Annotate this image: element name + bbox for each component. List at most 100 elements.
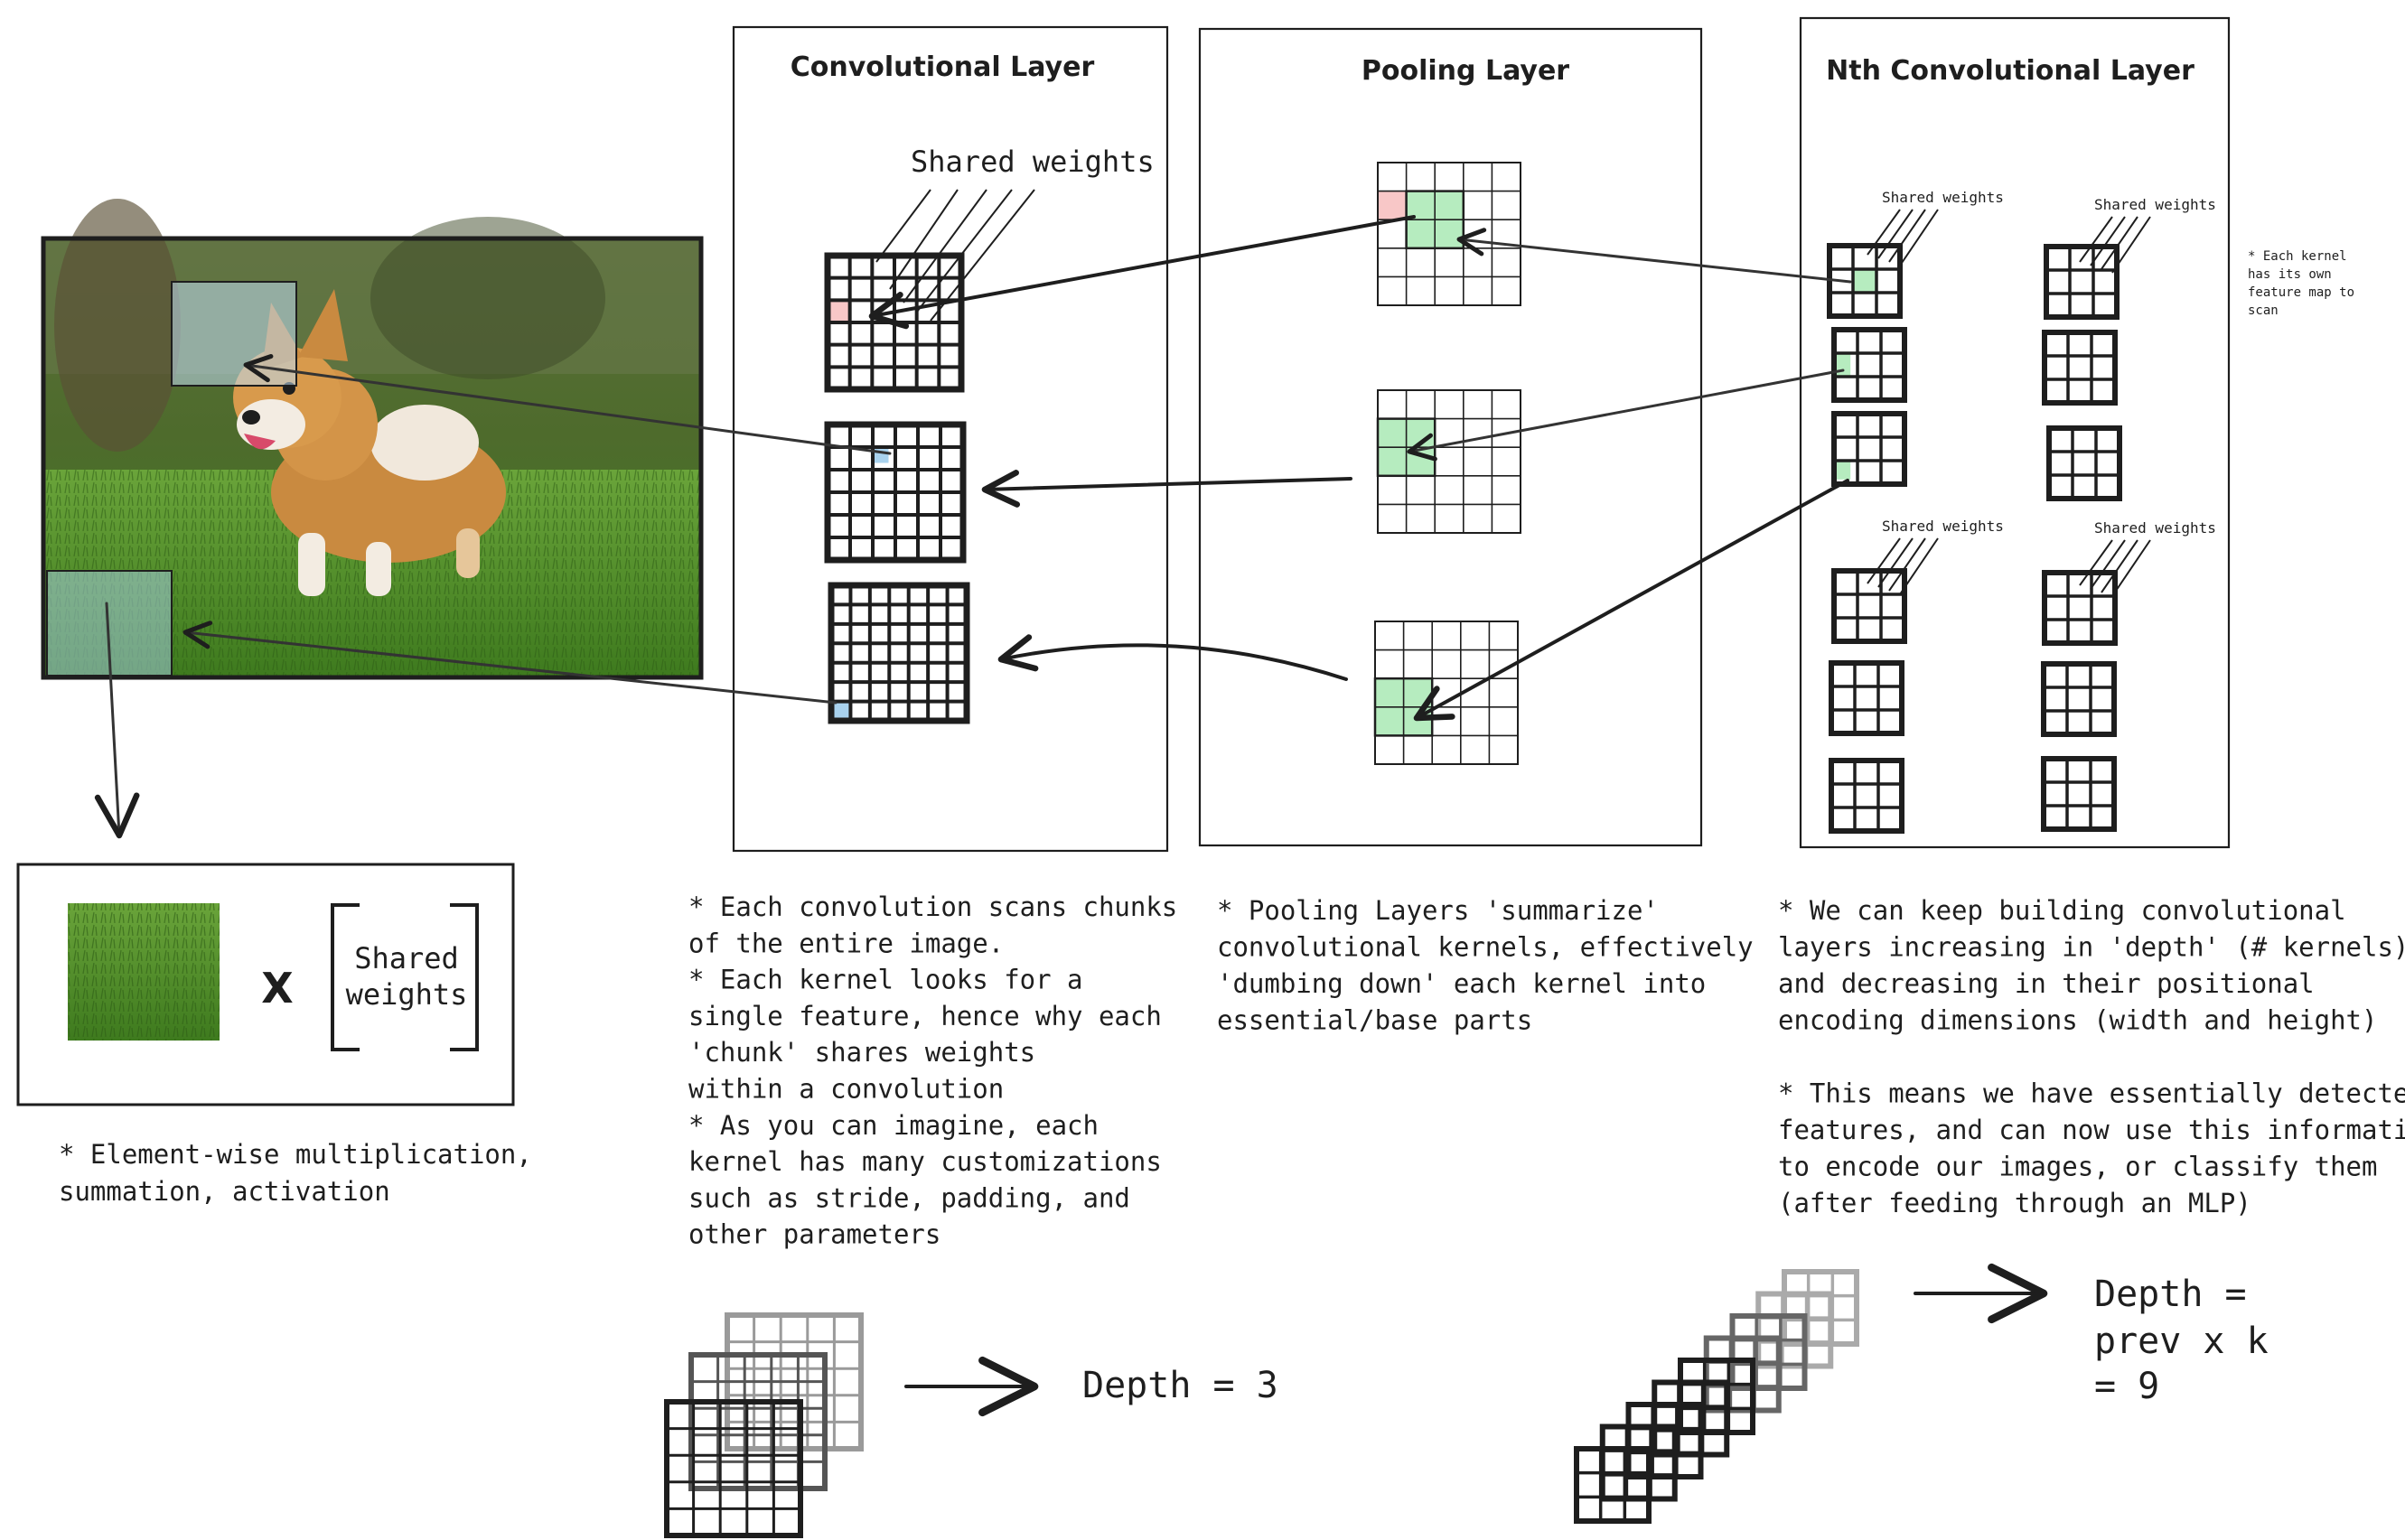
notes-conv-line-7: * As you can imagine, each [688,1110,1099,1141]
notes-depth-line-8: to encode our images, or classify them [1778,1152,2377,1182]
conv-kernel-1 [824,252,965,393]
grass-patch-thumbnail [68,903,220,1041]
corgi-dog [233,289,506,596]
arrow-pool3-to-conv3 [997,634,1348,681]
depth9-map-5 [1678,1358,1755,1435]
arrow-photo-to-box [94,602,140,839]
svg-text:weights: weights [346,977,468,1012]
shared-weights-label-1: Shared weights [1882,189,2004,206]
shared-weights-leader-3 [1867,537,1939,595]
nth-kernel-4 [2044,244,2120,320]
notes-conv-line-8: kernel has many customizations [688,1146,1162,1177]
notes-depth-line-9: (after feeding through an MLP) [1778,1188,2251,1218]
arrow-nth3-to-pool3 [1413,479,1849,722]
shared-weights-bracket: Shared weights [331,903,479,1051]
depth-stack-9 [1574,1269,1859,1524]
nth-kernel-12 [2041,756,2117,832]
depth9-map-9 [1574,1446,1652,1524]
notes-conv-line-4: single feature, hence why each [688,1001,1162,1031]
depth-9-label-line2: prev x k [2094,1321,2269,1362]
nth-kernel-3 [1831,411,1907,487]
notes-depth-line-4: encoding dimensions (width and height) [1778,1005,2377,1036]
shared-weights-label-3: Shared weights [1882,518,2004,535]
kernel-grids [824,162,2151,834]
notes-conv-line-6: within a convolution [688,1074,1004,1105]
depth9-map-3 [1729,1313,1808,1391]
pooling-layer-title: Pooling Layer [1362,55,1569,87]
nth-kernel-1 [1827,243,1903,319]
nth-kernel-5 [2042,330,2118,406]
depth9-map-8 [1599,1423,1678,1502]
nth-conv-layer-title: Nth Convolutional Layer [1826,55,2194,87]
notes-elementwise-line-2: summation, activation [59,1176,390,1207]
depth9-map-2 [1755,1291,1834,1369]
elementwise-box [16,863,515,1106]
conv-layer-title: Convolutional Layer [791,51,1095,83]
notes-depth-line-3: and decreasing in their positional [1778,968,2315,999]
nth-kernel-10 [2042,570,2118,646]
nth-kernel-9 [1829,758,1904,834]
conv-kernel-2 [824,421,967,564]
svg-text:feature map to: feature map to [2248,285,2354,300]
nth-conv-layer-panel [1799,16,2231,849]
arrow-pool1-to-conv1 [868,215,1416,330]
notes-conv-line-1: * Each convolution scans chunks [688,891,1177,922]
depth9-map-4 [1703,1335,1782,1414]
note-depth-building: * We can keep building convolutional laye… [1778,895,2405,1218]
notes-depth-line-6: * This means we have essentially detecte… [1778,1078,2405,1109]
pool-map-2 [1377,389,1521,534]
depth9-map-1 [1782,1269,1859,1347]
notes-depth-line-7: features, and can now use this informati… [1778,1115,2405,1145]
notes-pool-line-3: 'dumbing down' each kernel into [1217,968,1706,999]
notes-conv-line-10: other parameters [688,1219,940,1250]
note-convolution: * Each convolution scans chunks of the en… [688,891,1177,1250]
notes-conv-line-2: of the entire image. [688,928,1004,958]
svg-text:* Each kernel: * Each kernel [2248,249,2347,264]
notes-depth-line-2: layers increasing in 'depth' (# kernels) [1778,932,2405,963]
pool-map-1 [1377,162,1521,306]
depth-3-label: Depth = 3 [1082,1365,1278,1406]
arrow-nth2-to-pool2 [1407,369,1845,462]
svg-text:Shared: Shared [354,941,459,975]
connection-arrows [94,215,1852,839]
arrow-pool2-to-conv2 [981,470,1352,508]
arrow-conv3-to-photo [182,621,838,705]
nth-kernel-6 [2046,425,2122,501]
shared-weights-label: Shared weights [911,145,1155,179]
shared-weights-label-2: Shared weights [2094,196,2216,213]
shared-weights-leader-4 [2079,539,2151,597]
notes-conv-line-5: 'chunk' shares weights [688,1037,1035,1068]
depth-9-label-line3: = 9 [2094,1366,2159,1407]
note-pooling: * Pooling Layers 'summarize' convolutiona… [1217,895,1754,1036]
depth3-map-3 [664,1399,803,1538]
conv-layer-panel [732,25,1169,853]
notes-conv-line-9: such as stride, padding, and [688,1182,1130,1213]
conv-kernel-3 [828,582,970,724]
kernel-note: * Each kernel has its own feature map to… [2248,249,2354,318]
shared-weights-label-4: Shared weights [2094,519,2216,537]
depth9-map-6 [1652,1379,1730,1458]
shared-weights-leader-2 [2079,216,2151,274]
arrow-nth1-to-pool1 [1456,228,1852,284]
depth-stack-3 [664,1312,864,1538]
pool-map-3 [1374,621,1519,765]
svg-text:scan: scan [2248,303,2279,318]
depth9-map-7 [1625,1402,1704,1479]
shared-weights-leader-1 [1867,209,1939,266]
notes-elementwise-line-1: * Element-wise multiplication, [59,1139,532,1170]
notes-pool-line-4: essential/base parts [1217,1005,1532,1036]
pooling-layer-panel [1198,27,1703,847]
nth-kernel-8 [1829,660,1904,736]
nth-kernel-2 [1831,327,1907,403]
arrow-conv2-to-photo [243,354,892,455]
nth-kernel-11 [2041,661,2117,737]
svg-text:has its own: has its own [2248,267,2332,282]
depth-9-label-line1: Depth = [2094,1274,2247,1315]
corgi-photo [41,199,704,680]
notes-pool-line-1: * Pooling Layers 'summarize' [1217,895,1659,926]
notes-pool-line-2: convolutional kernels, effectively [1217,932,1754,963]
notes-conv-line-3: * Each kernel looks for a [688,965,1083,995]
multiply-operator: X [261,964,293,1013]
notes-depth-line-1: * We can keep building convolutional [1778,895,2346,926]
